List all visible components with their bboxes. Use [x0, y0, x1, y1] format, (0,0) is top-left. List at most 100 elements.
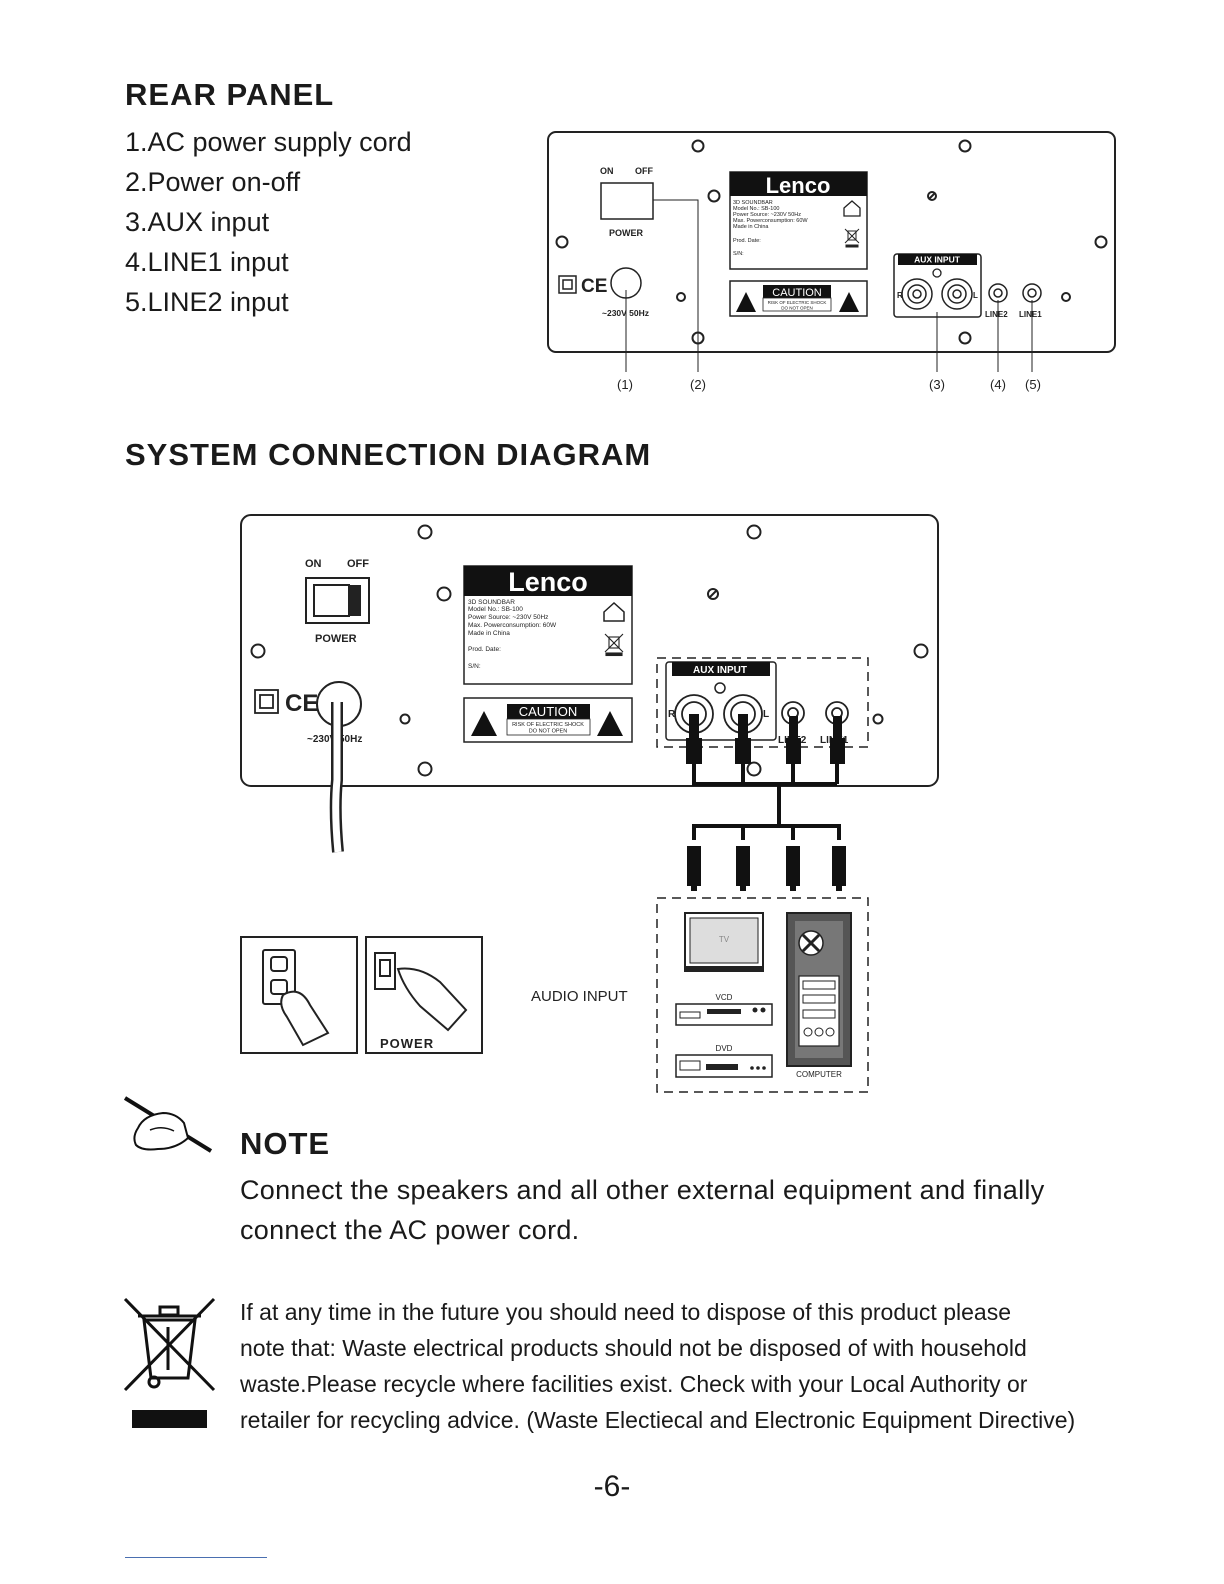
sys-label-line-3: Power Source: ~230V 50Hz	[468, 614, 548, 621]
sys-switch-on-text: ON	[305, 558, 322, 570]
label-line-5: Made in China	[733, 224, 769, 230]
sys-caution-line-2: DO NOT OPEN	[529, 729, 567, 735]
pen-hand-icon	[123, 1096, 213, 1153]
vcd-label: VCD	[716, 993, 733, 1002]
legend-item-aux: 3.AUX input	[125, 207, 270, 237]
double-insulation-icon	[558, 275, 577, 294]
sys-indoor-use-icon	[603, 601, 625, 622]
sys-switch-icon	[374, 952, 396, 990]
sys-power-label: POWER	[315, 633, 357, 645]
ce-mark-icon: CE	[581, 276, 607, 297]
line1-jack-icon	[1022, 283, 1042, 303]
rear-panel-legend: 1.AC power supply cord 2.Power on-off 3.…	[125, 122, 412, 322]
shock-warning-icon	[736, 292, 756, 312]
source-devices-group	[656, 897, 869, 1093]
callout-4: (4)	[990, 377, 1006, 392]
sys-ce-mark-icon: CE	[285, 690, 318, 717]
aux-right-jack-icon	[901, 278, 933, 310]
tv-label: TV	[719, 935, 730, 944]
label-line-4: Max. Powerconsumption: 60W	[733, 218, 808, 224]
audio-cable-icon	[692, 764, 841, 840]
label-prod-date: Prod. Date:	[733, 238, 761, 244]
weee-line-3: waste.Please recycle where facilities ex…	[240, 1371, 1028, 1397]
sys-aux-input-label: AUX INPUT	[693, 665, 747, 676]
legend-item-line2: 5.LINE2 input	[125, 287, 289, 317]
sys-label-line-4: Max. Powerconsumption: 60W	[468, 622, 557, 629]
callout-5: (5)	[1025, 377, 1041, 392]
brand-banner	[730, 172, 867, 196]
hand-plugging-icon	[280, 990, 330, 1047]
sys-label-sn: S/N:	[468, 663, 481, 670]
rear-panel-heading: REAR PANEL	[125, 77, 335, 112]
callout-2: (2)	[690, 377, 706, 392]
label-line-3: Power Source: ~230V 50Hz	[733, 212, 801, 218]
sys-label-line-5: Made in China	[468, 630, 510, 637]
aux-l-text: L	[973, 291, 978, 300]
vcd-player-icon	[675, 1003, 773, 1026]
sys-shock-warning-icon	[471, 711, 497, 736]
dvd-label: DVD	[716, 1044, 733, 1053]
note-line-2: connect the AC power cord.	[240, 1215, 580, 1245]
inputs-dashed-group	[656, 657, 869, 748]
sys-label-line-2: Model No.: SB-100	[468, 606, 523, 613]
caution-line-2: DO NOT OPEN	[781, 306, 812, 311]
lower-rca-plugs-icon	[687, 846, 846, 891]
illustration-power-label: POWER	[380, 1036, 434, 1051]
label-sn: S/N:	[733, 251, 744, 257]
note-line-1: Connect the speakers and all other exter…	[240, 1175, 1045, 1205]
sys-caution-line-1: RISK OF ELECTRIC SHOCK	[512, 722, 584, 728]
aux-left-jack-icon	[941, 278, 973, 310]
sys-label-prod-date: Prod. Date:	[468, 646, 501, 653]
power-switch-icon	[600, 182, 654, 220]
sys-brand-logo: Lenco	[508, 567, 588, 597]
brand-logo: Lenco	[766, 173, 831, 198]
legend-item-power-cord: 1.AC power supply cord	[125, 127, 412, 157]
note-body: Connect the speakers and all other exter…	[240, 1170, 1045, 1250]
aux-r-text: R	[897, 291, 903, 300]
weee-line-2: note that: Waste electrical products sho…	[240, 1335, 1027, 1361]
weee-bin-icon	[123, 1297, 216, 1428]
legend-item-power-switch: 2.Power on-off	[125, 167, 301, 197]
sys-switch-off-text: OFF	[347, 558, 369, 570]
page-number: -6-	[593, 1470, 631, 1503]
audio-input-label: AUDIO INPUT	[531, 988, 628, 1005]
indoor-use-icon	[843, 200, 861, 217]
sys-exclamation-warning-icon	[597, 711, 623, 736]
weee-disposal-text: If at any time in the future you should …	[240, 1294, 1075, 1438]
line2-text: LINE2	[985, 310, 1008, 319]
caution-line-1: RISK OF ELECTRIC SHOCK	[768, 300, 827, 305]
line1-text: LINE1	[1019, 310, 1042, 319]
sys-aux-r-text: R	[668, 709, 676, 720]
dvd-player-icon	[675, 1054, 773, 1078]
rear-panel-outline	[547, 131, 1116, 353]
wall-socket-icon	[262, 949, 296, 1005]
sys-double-insulation-icon	[254, 689, 279, 714]
aux-input-label: AUX INPUT	[914, 255, 961, 265]
system-diagram-heading: SYSTEM CONNECTION DIAGRAM	[125, 437, 652, 472]
switch-off-text: OFF	[635, 166, 653, 176]
weee-bar-icon	[132, 1410, 207, 1428]
weee-line-4: retailer for recycling advice. (Waste El…	[240, 1407, 1076, 1433]
sys-weee-small-icon	[604, 633, 624, 657]
line2-jack-icon	[988, 283, 1008, 303]
sys-label-line-1: 3D SOUNDBAR	[468, 599, 515, 606]
sys-aux-l-text: L	[763, 709, 769, 720]
exclamation-warning-icon	[839, 292, 859, 312]
switch-on-text: ON	[600, 166, 614, 176]
system-panel-outline	[240, 514, 939, 787]
label-line-1: 3D SOUNDBAR	[733, 200, 773, 206]
power-label: POWER	[609, 228, 644, 238]
sys-caution-title: CAUTION	[519, 704, 578, 719]
legend-item-line1: 4.LINE1 input	[125, 247, 289, 277]
footer-rule	[125, 1557, 267, 1558]
power-press-illustration	[365, 936, 483, 1054]
callout-1: (1)	[617, 377, 633, 392]
label-line-2: Model No.: SB-100	[733, 206, 779, 212]
system-connection-diagram: ON OFF POWER CE ~230V 50Hz Lenco 3D SOUN…	[240, 514, 939, 1093]
upper-rca-plugs-icon	[686, 714, 845, 764]
weee-small-icon	[844, 228, 860, 248]
tv-icon	[684, 912, 764, 972]
note-heading: NOTE	[240, 1126, 331, 1161]
callout-3: (3)	[929, 377, 945, 392]
rear-panel-diagram: ON OFF POWER CE ~230V 50Hz Lenco 3D SOUN…	[547, 131, 1116, 392]
